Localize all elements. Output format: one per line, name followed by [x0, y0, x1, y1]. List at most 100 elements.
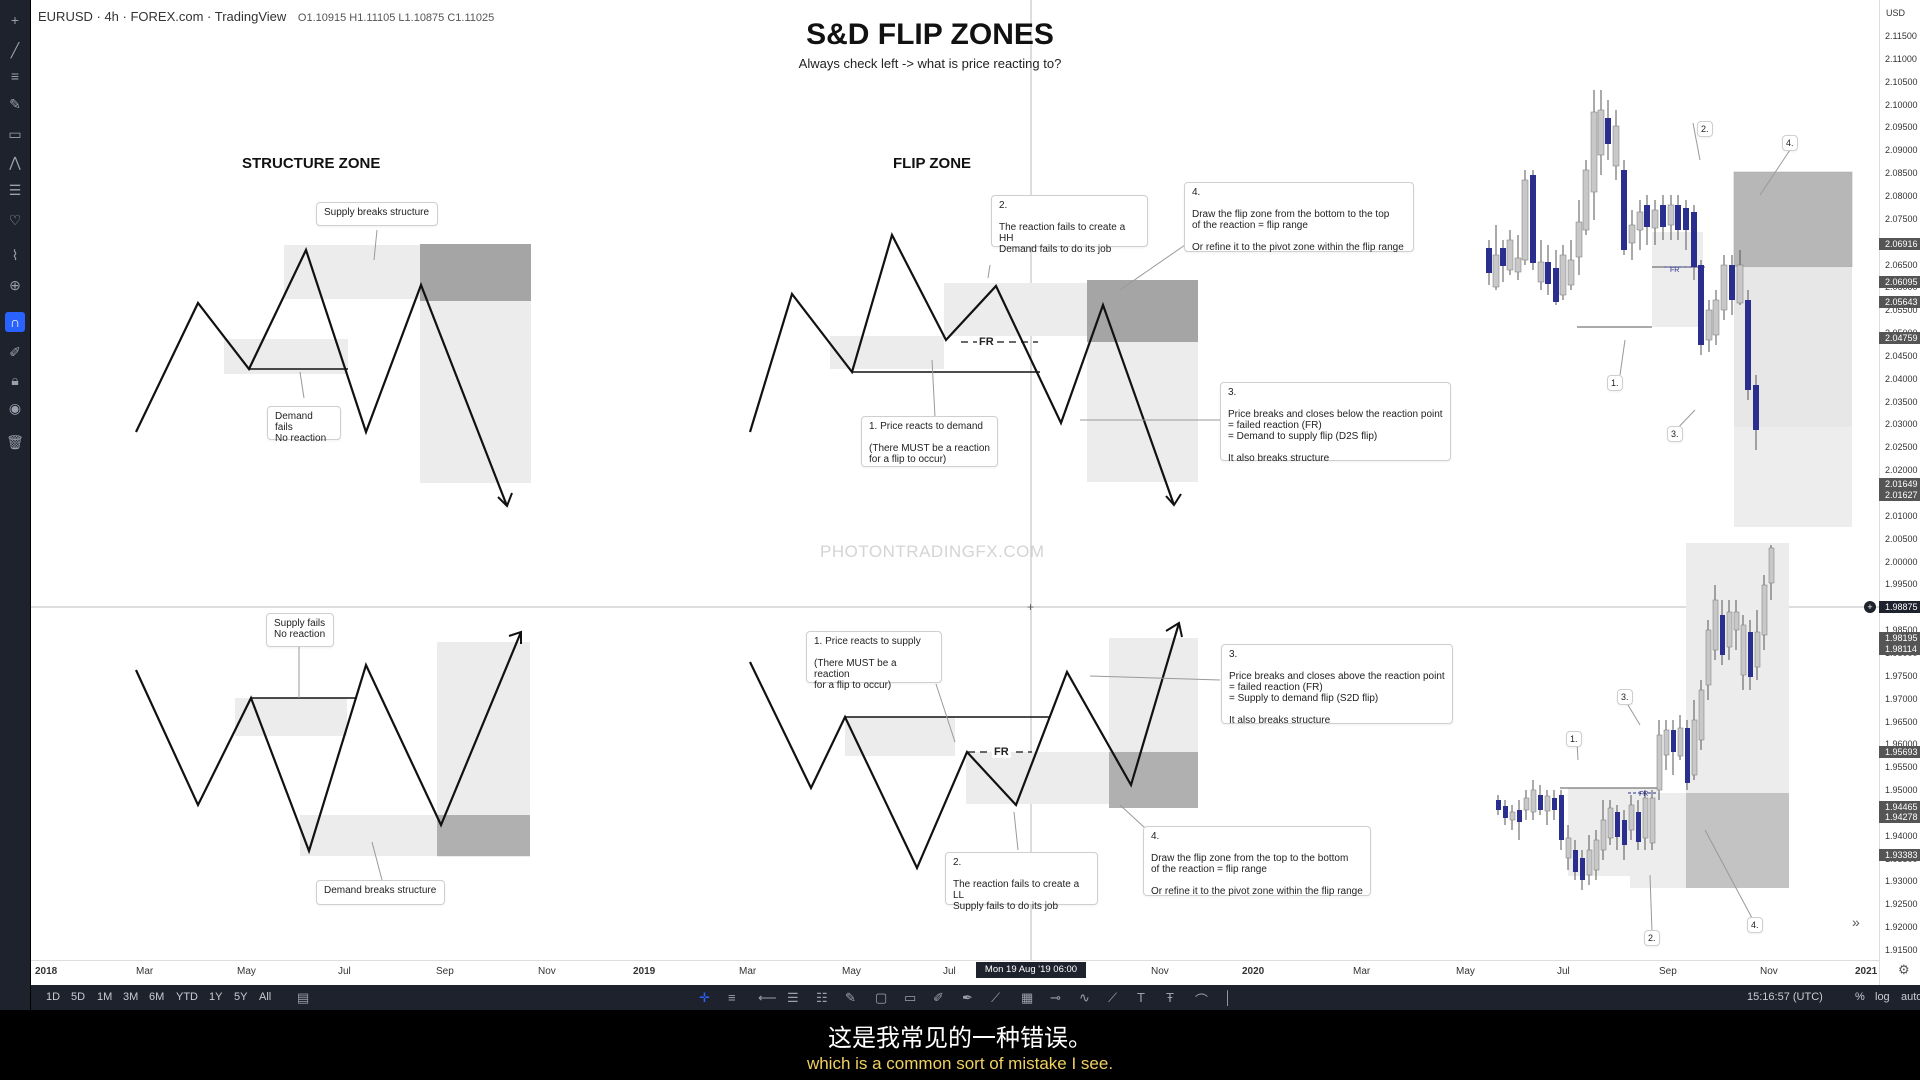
fr-label-top: FR: [977, 336, 996, 348]
ruler-icon[interactable]: ⌇: [11, 247, 19, 263]
timeframe-button-5y[interactable]: 5Y: [234, 991, 248, 1003]
magnet-icon[interactable]: ∩: [5, 312, 25, 332]
marker-bottom-3: 3.: [1617, 689, 1633, 705]
text-tool-icon[interactable]: T: [1137, 990, 1145, 1005]
lines-tool-icon[interactable]: ≡: [728, 990, 736, 1005]
note-supply-breaks[interactable]: Supply breaks structure: [316, 202, 438, 226]
goto-date-icon[interactable]: ▤: [297, 990, 310, 1005]
symbol-info[interactable]: EURUSD · 4h · FOREX.com · TradingView: [38, 9, 287, 24]
note-flip-bottom-4[interactable]: 4. Draw the flip zone from the top to th…: [1143, 826, 1371, 897]
currency-label[interactable]: USD: [1886, 8, 1906, 18]
percent-toggle[interactable]: %: [1855, 991, 1865, 1003]
rect-tool-icon[interactable]: ▢: [875, 990, 888, 1005]
brush-icon[interactable]: ✎: [9, 96, 21, 112]
pattern-icon[interactable]: ⋀: [9, 154, 21, 170]
note-demand-fails[interactable]: Demand fails No reaction: [267, 406, 341, 444]
timeframe-button-1y[interactable]: 1Y: [209, 991, 223, 1003]
note-tool-icon[interactable]: ▭: [904, 990, 917, 1005]
price-tag: 2.01627: [1879, 489, 1920, 501]
price-label: 2.10000: [1885, 99, 1918, 110]
flip-zone-bottom-diagram: [749, 621, 1221, 871]
pen-tool-icon[interactable]: ✒: [962, 990, 973, 1005]
price-label: 2.05500: [1885, 305, 1918, 316]
hline-tool-icon[interactable]: ⟵: [758, 990, 777, 1005]
time-label: Sep: [436, 966, 454, 977]
price-label: 2.09000: [1885, 145, 1918, 156]
price-label: 2.04000: [1885, 373, 1918, 384]
fib-tool-icon[interactable]: ☷: [816, 990, 828, 1005]
time-label: Mar: [739, 966, 757, 977]
lock-drawing-icon[interactable]: ✐: [9, 344, 21, 360]
symbol-header[interactable]: EURUSD · 4h · FOREX.com · TradingView O1…: [38, 9, 494, 24]
time-label: Jul: [338, 966, 351, 977]
text-alt-tool-icon[interactable]: Ŧ: [1166, 990, 1174, 1005]
price-label: 1.96000: [1885, 739, 1918, 750]
price-tag: 2.04759: [1879, 332, 1920, 344]
svg-text:FR: FR: [1639, 791, 1648, 798]
timeframe-button-ytd[interactable]: YTD: [176, 991, 198, 1003]
brush-tool-icon[interactable]: ✎: [845, 990, 856, 1005]
candles-bottom-chart: FR: [1496, 543, 1789, 933]
path-tool-icon[interactable]: ⟋: [991, 990, 1001, 1005]
fib-icon[interactable]: ≡: [10, 68, 20, 84]
log-toggle[interactable]: log: [1875, 991, 1890, 1003]
channel-tool-icon[interactable]: ☰: [787, 990, 799, 1005]
ray-tool-icon[interactable]: ⊸: [1050, 990, 1061, 1005]
note-flip-bottom-3[interactable]: 3. Price breaks and closes above the rea…: [1221, 644, 1453, 726]
note-flip-top-4[interactable]: 4. Draw the flip zone from the bottom to…: [1184, 182, 1414, 253]
timeframe-button-5d[interactable]: 5D: [71, 991, 86, 1003]
timeframe-button-6m[interactable]: 6M: [149, 991, 165, 1003]
time-label: May: [1456, 966, 1475, 977]
scroll-right-icon[interactable]: »: [1852, 914, 1860, 930]
note-flip-top-3[interactable]: 3. Price breaks and closes below the rea…: [1220, 382, 1451, 464]
ruler-tool-icon[interactable]: ⟋: [1108, 990, 1118, 1005]
settings-gear-icon[interactable]: ⚙: [1898, 962, 1910, 977]
time-label: Nov: [1151, 966, 1169, 977]
trash-icon[interactable]: 🗑︎: [6, 434, 24, 450]
clock[interactable]: 15:16:57 (UTC): [1747, 991, 1823, 1003]
svg-text:+: +: [1027, 600, 1034, 614]
trendline-icon[interactable]: ╱: [10, 42, 20, 58]
marker-top-4: 4.: [1782, 135, 1798, 151]
note-flip-top-2[interactable]: 2. The reaction fails to create a HH Dem…: [991, 195, 1148, 255]
time-axis[interactable]: [31, 960, 1879, 986]
crosshair-icon[interactable]: +: [10, 12, 20, 28]
structure-zone-bottom-diagram: [135, 630, 530, 881]
cursor-tool-icon[interactable]: ✛: [699, 990, 710, 1005]
note-flip-top-1[interactable]: 1. Price reacts to demand (There MUST be…: [861, 416, 998, 467]
subtitle-english: which is a common sort of mistake I see.: [806, 1054, 1114, 1073]
price-label: 2.11000: [1885, 53, 1917, 64]
lock-icon[interactable]: 🔒︎: [11, 372, 19, 388]
drawing-toolbar: + ╱ ≡ ✎ ▭ ⋀ ☰ ♡ ⌇ ⊕ ∩ ✐ 🔒︎ ◉ 🗑︎: [0, 0, 30, 1010]
zoom-icon[interactable]: ⊕: [9, 277, 21, 293]
highlighter-tool-icon[interactable]: ✐: [933, 990, 944, 1005]
timeframe-button-3m[interactable]: 3M: [123, 991, 139, 1003]
price-label: 2.08500: [1885, 168, 1918, 179]
time-label: 2020: [1242, 966, 1265, 977]
price-label: 1.93000: [1885, 876, 1918, 887]
price-tag: 2.06095: [1879, 276, 1920, 288]
note-supply-fails[interactable]: Supply fails No reaction: [266, 613, 334, 647]
price-label: 2.04500: [1885, 350, 1918, 361]
note-flip-bottom-1[interactable]: 1. Price reacts to supply (There MUST be…: [806, 631, 942, 691]
timeframe-button-1m[interactable]: 1M: [97, 991, 113, 1003]
grid-tool-icon[interactable]: ▦: [1021, 990, 1034, 1005]
forecast-icon[interactable]: ☰: [8, 182, 22, 198]
wave-tool-icon[interactable]: ∿: [1079, 990, 1090, 1005]
structure-zone-top-diagram: [135, 229, 531, 508]
price-label: 1.98500: [1885, 625, 1918, 636]
vline-tool-icon[interactable]: │: [1224, 990, 1233, 1005]
note-flip-bottom-2[interactable]: 2. The reaction fails to create a LL Sup…: [945, 852, 1098, 912]
add-alert-icon[interactable]: +: [1864, 601, 1876, 613]
curve-tool-icon[interactable]: ⌒: [1195, 993, 1209, 1008]
text-icon[interactable]: ▭: [8, 126, 22, 142]
favorite-icon[interactable]: ♡: [8, 212, 22, 228]
eye-icon[interactable]: ◉: [8, 400, 22, 416]
price-tag: 2.01649: [1879, 478, 1920, 490]
auto-toggle[interactable]: auto: [1901, 991, 1920, 1003]
price-tag: 1.94278: [1879, 811, 1920, 823]
timeframe-button-all[interactable]: All: [259, 991, 272, 1003]
price-tag: 1.98114: [1879, 643, 1920, 655]
note-demand-breaks[interactable]: Demand breaks structure: [316, 880, 445, 905]
timeframe-button-1d[interactable]: 1D: [46, 991, 61, 1003]
